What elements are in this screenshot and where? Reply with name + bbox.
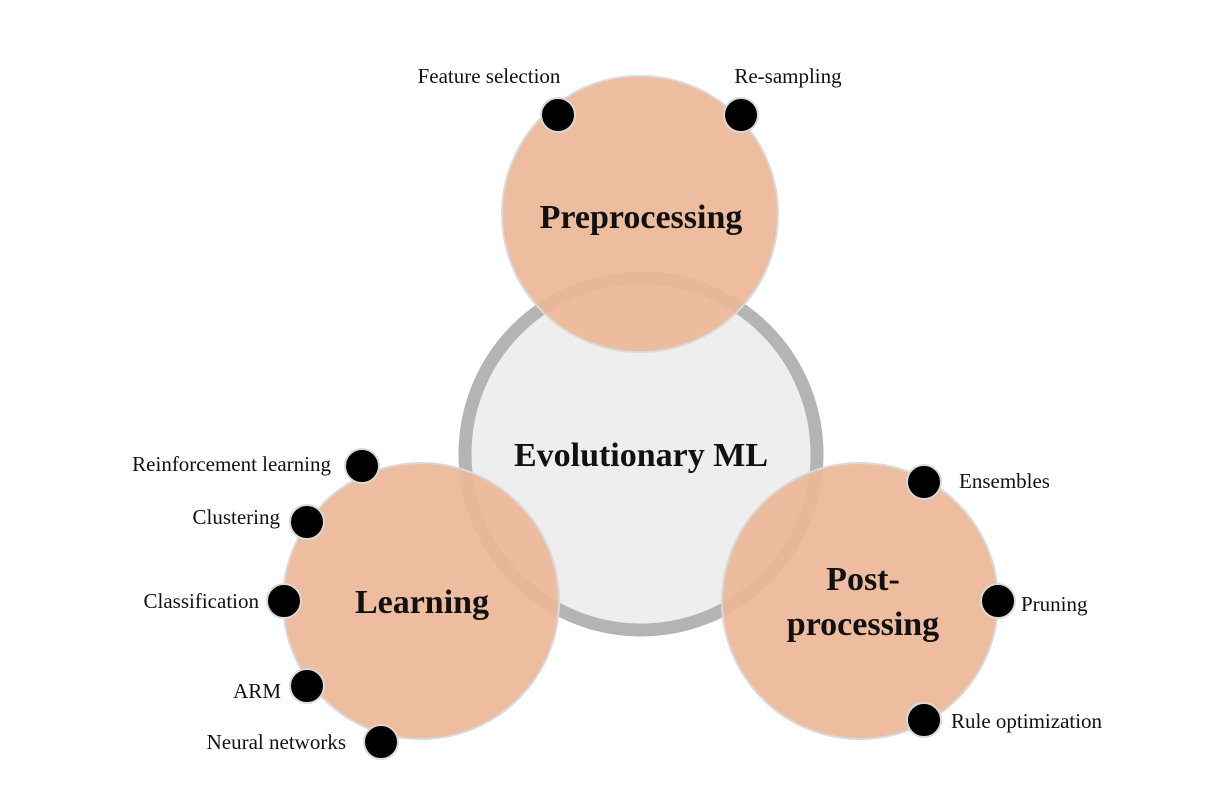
reinforcement-learning-dot [344, 448, 380, 484]
preprocessing-label: Preprocessing [540, 199, 743, 236]
rule-optimization-label: Rule optimization [951, 709, 1103, 733]
neural-networks-label: Neural networks [207, 730, 346, 754]
postprocessing-circle [721, 462, 999, 740]
neural-networks-dot [363, 724, 399, 760]
postprocessing-label-line2: processing [787, 606, 939, 643]
preprocessing-circle [501, 75, 779, 353]
classification-label: Classification [144, 589, 260, 613]
classification-dot [266, 583, 302, 619]
rule-optimization-dot [906, 702, 942, 738]
reinforcement-learning-label: Reinforcement learning [132, 452, 331, 476]
postprocessing-label-line1: Post- [826, 561, 900, 598]
re-sampling-dot [723, 97, 759, 133]
feature-selection-dot [540, 97, 576, 133]
arm-dot [289, 668, 325, 704]
arm-label: ARM [233, 679, 281, 703]
ensembles-dot [906, 464, 942, 500]
learning-label: Learning [355, 584, 489, 621]
clustering-dot [289, 504, 325, 540]
re-sampling-label: Re-sampling [734, 64, 842, 88]
ensembles-label: Ensembles [959, 469, 1050, 493]
pruning-label: Pruning [1021, 592, 1088, 616]
feature-selection-label: Feature selection [418, 64, 561, 88]
center-label: Evolutionary ML [514, 437, 768, 474]
clustering-label: Clustering [193, 505, 281, 529]
pruning-dot [980, 583, 1016, 619]
